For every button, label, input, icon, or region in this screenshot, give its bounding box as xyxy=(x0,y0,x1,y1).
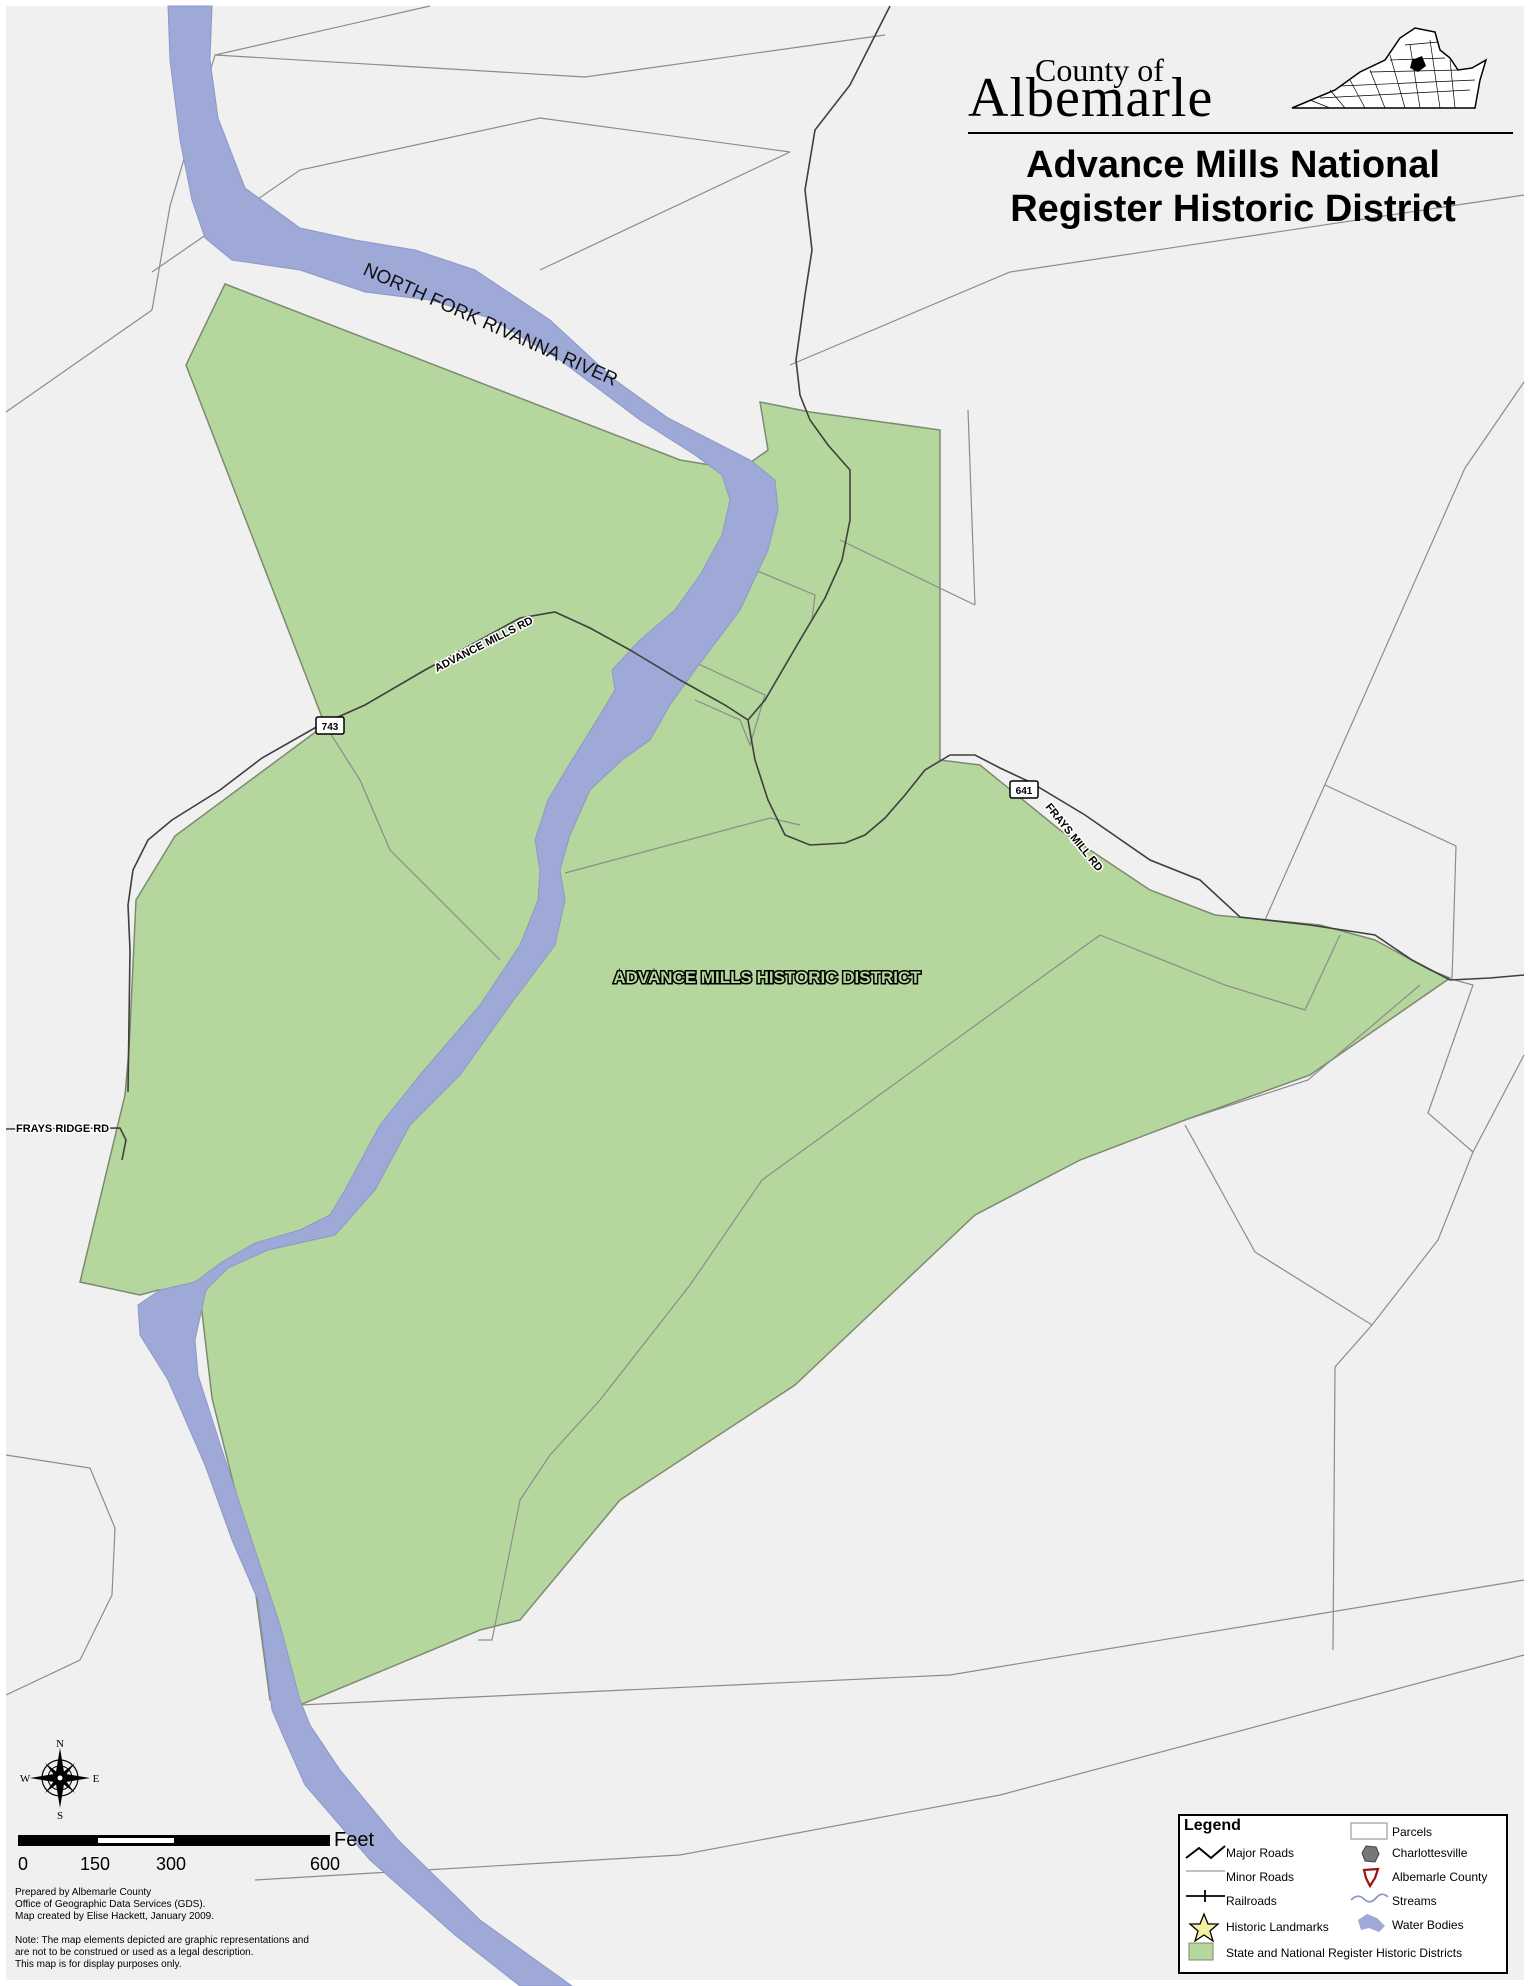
legend-historic-landmarks: Historic Landmarks xyxy=(1226,1920,1329,1934)
credit-line xyxy=(15,1923,345,1935)
county-name-text: Albemarle xyxy=(968,67,1214,129)
minor-roads-icon xyxy=(1186,1870,1225,1872)
legend-major-roads: Major Roads xyxy=(1226,1846,1295,1860)
virginia-locator-map-icon xyxy=(1291,27,1488,109)
map-credits: Prepared by Albemarle County Office of G… xyxy=(15,1887,345,1971)
legend-parcels: Parcels xyxy=(1392,1825,1433,1839)
map-title-line1: Advance Mills National xyxy=(1026,144,1440,186)
north-arrow-compass-icon: N S W E xyxy=(20,1738,100,1820)
route-641-shield[interactable]: 641 xyxy=(1009,780,1039,799)
legend-albemarle-county: Albemarle County xyxy=(1392,1870,1488,1884)
compass-s: S xyxy=(57,1810,63,1820)
road-lines xyxy=(5,5,1525,1161)
historic-district-area[interactable] xyxy=(79,283,1452,1706)
legend-historic-districts: State and National Register Historic Dis… xyxy=(1226,1946,1463,1960)
credit-line: are not to be construed or used as a leg… xyxy=(15,1947,254,1958)
map-title: Advance Mills National Register Historic… xyxy=(968,143,1498,231)
district-parcel-lines xyxy=(324,409,1421,1641)
legend-charlottesville: Charlottesville xyxy=(1392,1846,1468,1860)
route-743-shield[interactable]: 743 xyxy=(315,716,345,735)
map-title-line2: Register Historic District xyxy=(1010,188,1456,230)
credit-line: Prepared by Albemarle County xyxy=(15,1887,152,1898)
water-bodies-icon xyxy=(1358,1914,1385,1932)
county-of-text: County of xyxy=(1035,52,1164,88)
scale-tick-600: 600 xyxy=(310,1854,340,1874)
scale-unit: Feet xyxy=(334,1830,374,1851)
scale-tick-0: 0 xyxy=(18,1854,28,1874)
scale-bar: Feet 0 150 300 600 xyxy=(18,1830,374,1874)
north-fork-rivanna-river[interactable] xyxy=(137,5,779,1986)
legend-railroads: Railroads xyxy=(1226,1894,1277,1908)
header-divider xyxy=(968,132,1513,134)
frays-ridge-rd-label: FRAYS RIDGE RD xyxy=(16,1123,109,1135)
credit-line: Map created by Elise Hackett, January 20… xyxy=(15,1911,214,1922)
railroads-icon xyxy=(1186,1890,1225,1902)
legend-streams: Streams xyxy=(1392,1894,1437,1908)
legend-minor-roads: Minor Roads xyxy=(1226,1870,1295,1884)
streams-icon xyxy=(1350,1893,1389,1903)
compass-n: N xyxy=(56,1738,64,1750)
scale-tick-150: 150 xyxy=(80,1854,110,1874)
route-641-number: 641 xyxy=(1016,786,1033,797)
parcels-icon xyxy=(1350,1822,1388,1840)
credit-line: Office of Geographic Data Services (GDS)… xyxy=(15,1899,206,1910)
legend-water-bodies: Water Bodies xyxy=(1392,1918,1464,1932)
credit-line: This map is for display purposes only. xyxy=(15,1959,182,1970)
compass-e: E xyxy=(93,1773,100,1785)
historic-landmark-star-icon xyxy=(1188,1912,1220,1942)
compass-w: W xyxy=(20,1773,31,1785)
major-roads-icon xyxy=(1185,1845,1226,1860)
scale-tick-300: 300 xyxy=(156,1854,186,1874)
parcel-lines xyxy=(5,5,1525,1881)
legend-title: Legend xyxy=(1184,1817,1241,1834)
map-legend: Legend Major Roads Minor Roads Railroads… xyxy=(1178,1814,1508,1974)
charlottesville-icon xyxy=(1361,1845,1380,1863)
district-label: ADVANCE MILLS HISTORIC DISTRICT xyxy=(613,968,921,987)
historic-districts-icon xyxy=(1188,1942,1214,1961)
albemarle-county-icon xyxy=(1362,1867,1380,1888)
route-743-number: 743 xyxy=(322,722,339,733)
credit-line: Note: The map elements depicted are grap… xyxy=(15,1935,309,1946)
